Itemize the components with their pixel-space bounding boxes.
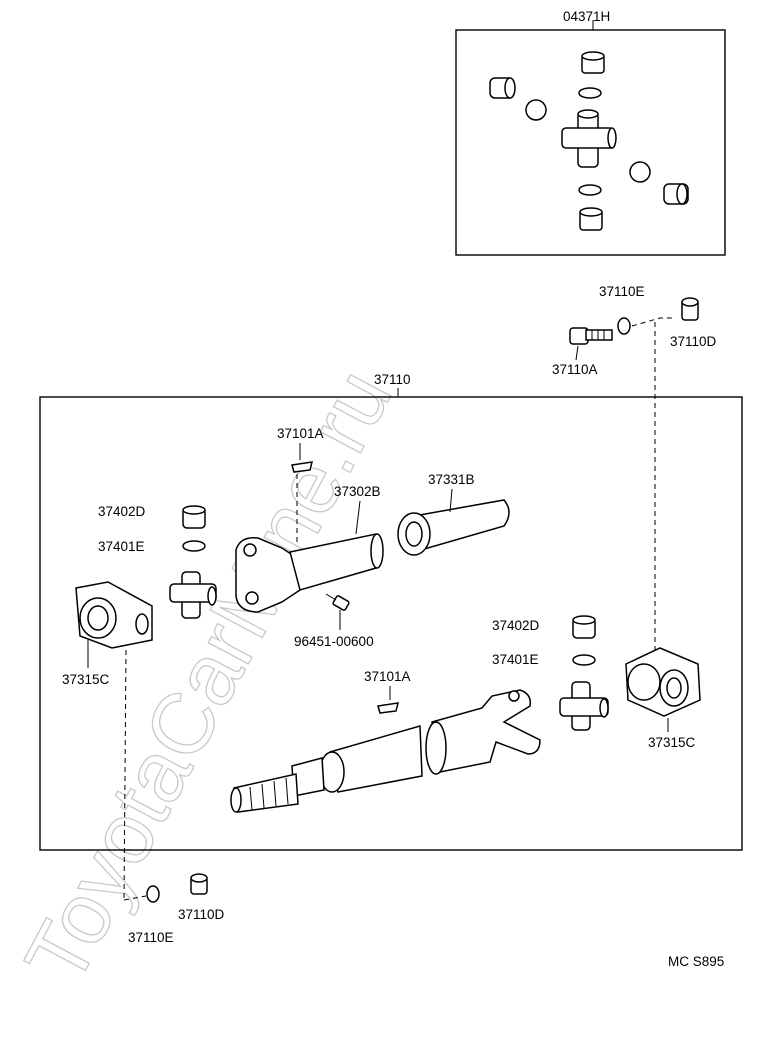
bearing-cap-lower bbox=[572, 615, 596, 639]
label-assembly: 37110 bbox=[374, 372, 411, 387]
label-sleeve: 37331B bbox=[428, 472, 475, 487]
label-tube-upper: 37302B bbox=[334, 484, 381, 499]
spider-lower bbox=[559, 681, 609, 731]
snap-ring-lower bbox=[572, 654, 596, 666]
label-snap-ring-upper: 37401E bbox=[98, 539, 145, 554]
label-nut-bottom: 37110D bbox=[178, 907, 225, 922]
grease-fitting bbox=[325, 593, 350, 611]
label-bolt: 37110A bbox=[552, 362, 598, 377]
label-nut-top: 37110D bbox=[670, 334, 717, 349]
flange-left bbox=[75, 581, 153, 649]
label-weight-lower: 37101A bbox=[364, 669, 411, 684]
kit-snap-ring-left bbox=[525, 99, 547, 121]
label-kit-box: 04371H bbox=[563, 9, 610, 24]
nut-bottom bbox=[190, 873, 208, 895]
balance-weight-upper bbox=[291, 461, 314, 473]
kit-bearing-cap-right bbox=[663, 183, 689, 205]
label-snap-ring-lower: 37401E bbox=[492, 652, 539, 667]
sleeve-37331b bbox=[397, 499, 510, 556]
kit-bearing-cap-bottom bbox=[579, 207, 603, 231]
label-bearing-upper: 37402D bbox=[98, 504, 146, 519]
kit-snap-ring-right bbox=[629, 161, 651, 183]
kit-snap-ring-top bbox=[578, 87, 602, 99]
washer-bottom bbox=[146, 885, 160, 903]
balance-weight-lower bbox=[377, 702, 400, 714]
lower-shaft bbox=[230, 689, 541, 813]
label-bearing-lower: 37402D bbox=[492, 618, 540, 633]
spider-kit-box bbox=[455, 20, 726, 256]
label-flange-left: 37315C bbox=[62, 672, 110, 687]
label-grease-fitting: 96451-00600 bbox=[294, 634, 374, 649]
assembly-box bbox=[39, 396, 743, 851]
snap-ring-upper bbox=[182, 540, 206, 552]
spider-upper bbox=[169, 571, 217, 619]
kit-bearing-cap-top bbox=[581, 51, 605, 74]
kit-snap-ring-bottom bbox=[578, 184, 602, 196]
kit-spider bbox=[561, 109, 617, 168]
washer-top bbox=[617, 317, 631, 335]
label-weight-upper: 37101A bbox=[277, 426, 324, 441]
label-washer-top: 37110E bbox=[599, 284, 645, 299]
kit-bearing-cap-left bbox=[489, 77, 516, 99]
label-flange-right: 37315C bbox=[648, 735, 696, 750]
bolt-37110a bbox=[569, 327, 613, 345]
label-washer-bottom: 37110E bbox=[128, 930, 174, 945]
upper-shaft bbox=[235, 533, 384, 613]
bearing-cap-upper bbox=[182, 505, 206, 529]
nut-top bbox=[681, 297, 699, 321]
flange-right bbox=[625, 647, 701, 717]
diagram-code: MC S895 bbox=[668, 954, 724, 969]
